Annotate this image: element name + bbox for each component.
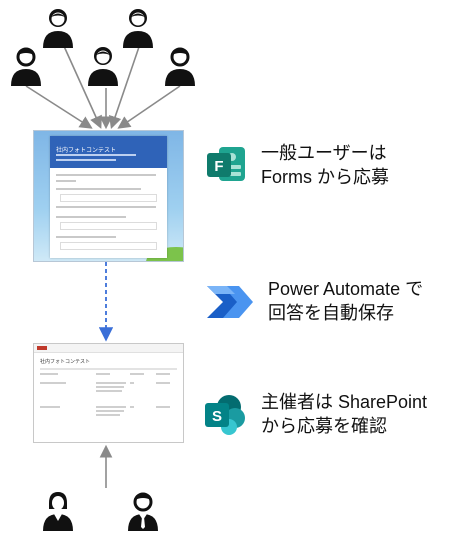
microsoft-forms-icon: F <box>207 147 245 181</box>
step1-line2: Forms から応募 <box>261 167 389 187</box>
sharepoint-list-title: 社内フォトコンテスト <box>40 359 91 365</box>
step2-line2: 回答を自動保存 <box>268 303 394 323</box>
forms-header: 社内フォトコンテスト <box>50 136 167 168</box>
organizer-female-icon <box>43 492 73 531</box>
forms-icon-letter: F <box>214 158 223 175</box>
step2-line1: Power Automate で <box>268 279 424 299</box>
arrow-user4 <box>109 43 141 130</box>
forms-screenshot: 社内フォトコンテスト <box>33 130 184 262</box>
organizer-male-icon <box>128 492 158 531</box>
sharepoint-screenshot: 社内フォトコンテスト <box>33 343 184 443</box>
user-female-icon <box>123 9 153 48</box>
step1-line1: 一般ユーザーは <box>261 143 387 163</box>
forms-card: 社内フォトコンテスト <box>50 136 167 258</box>
step3-line1: 主催者は SharePoint <box>261 392 428 412</box>
sharepoint-icon-letter: S <box>212 408 222 425</box>
arrow-user1 <box>25 85 93 129</box>
forms-title: 社内フォトコンテスト <box>56 147 117 154</box>
step3-line2: から応募を確認 <box>261 416 387 436</box>
user-female-icon <box>88 47 118 86</box>
arrow-user5 <box>117 85 181 129</box>
arrow-user2 <box>62 43 102 129</box>
sharepoint-icon: S <box>205 395 245 435</box>
user-female-icon <box>43 9 73 48</box>
user-male-icon <box>11 47 41 86</box>
user-male-icon <box>165 47 195 86</box>
power-automate-icon <box>207 286 253 318</box>
